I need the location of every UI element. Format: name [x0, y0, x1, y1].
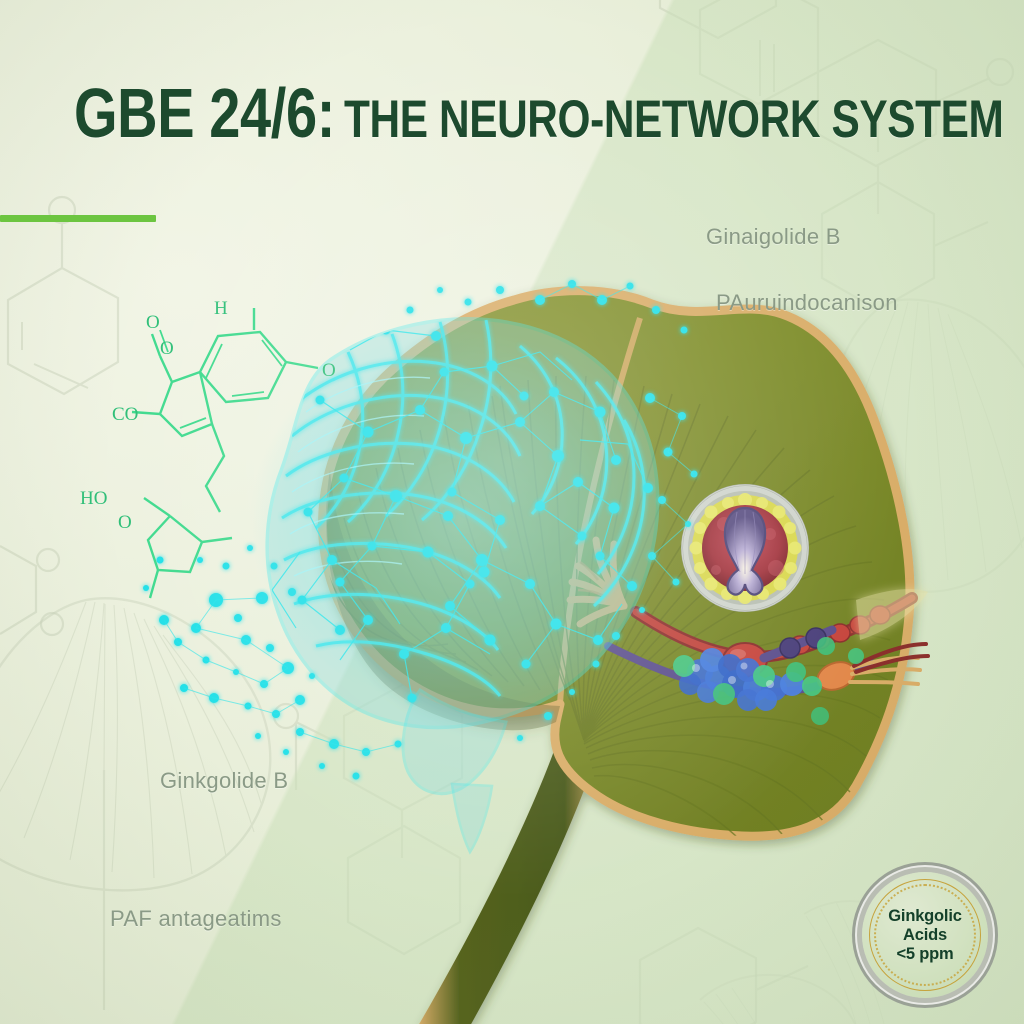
badge-line-3: <5 ppm — [896, 944, 954, 963]
atom-label-O-4: O — [118, 512, 132, 533]
title-accent-bar — [0, 215, 156, 222]
neural-brain — [143, 280, 698, 855]
atom-label-H: H — [214, 298, 228, 319]
label-ginkgolide-b: Ginkgolide B — [160, 768, 289, 793]
page-title: GBE 24/6:THE NEURO-NETWORK SYSTEM — [74, 78, 1024, 155]
title-subtitle: THE NEURO-NETWORK SYSTEM — [344, 90, 1004, 149]
atom-label-CO: CO — [112, 404, 138, 425]
title-main: GBE 24/6: — [74, 74, 335, 152]
atom-label-O-3: O — [322, 360, 336, 381]
atom-label-O-1: O — [160, 338, 174, 359]
synaptic-vesicles — [673, 637, 864, 725]
atom-label-O-2: O — [146, 312, 160, 333]
purity-badge: Ginkgolic Acids <5 ppm — [862, 872, 988, 998]
purity-badge-text: Ginkgolic Acids <5 ppm — [888, 906, 962, 964]
ginkgolide-structure-overlay — [131, 308, 319, 599]
badge-line-1: Ginkgolic — [888, 906, 962, 925]
atom-label-HO: HO — [80, 488, 107, 509]
badge-line-2: Acids — [903, 925, 947, 944]
blood-vessel-cross-section — [681, 484, 809, 612]
label-pauruindocanison: PAuruindocanison — [716, 290, 898, 315]
label-ginaigolide-b: Ginaigolide B — [706, 224, 841, 249]
label-paf-antagonists: PAF antageatims — [110, 906, 282, 931]
molecule-atom-labels: H O O CO O HO O — [80, 298, 336, 533]
